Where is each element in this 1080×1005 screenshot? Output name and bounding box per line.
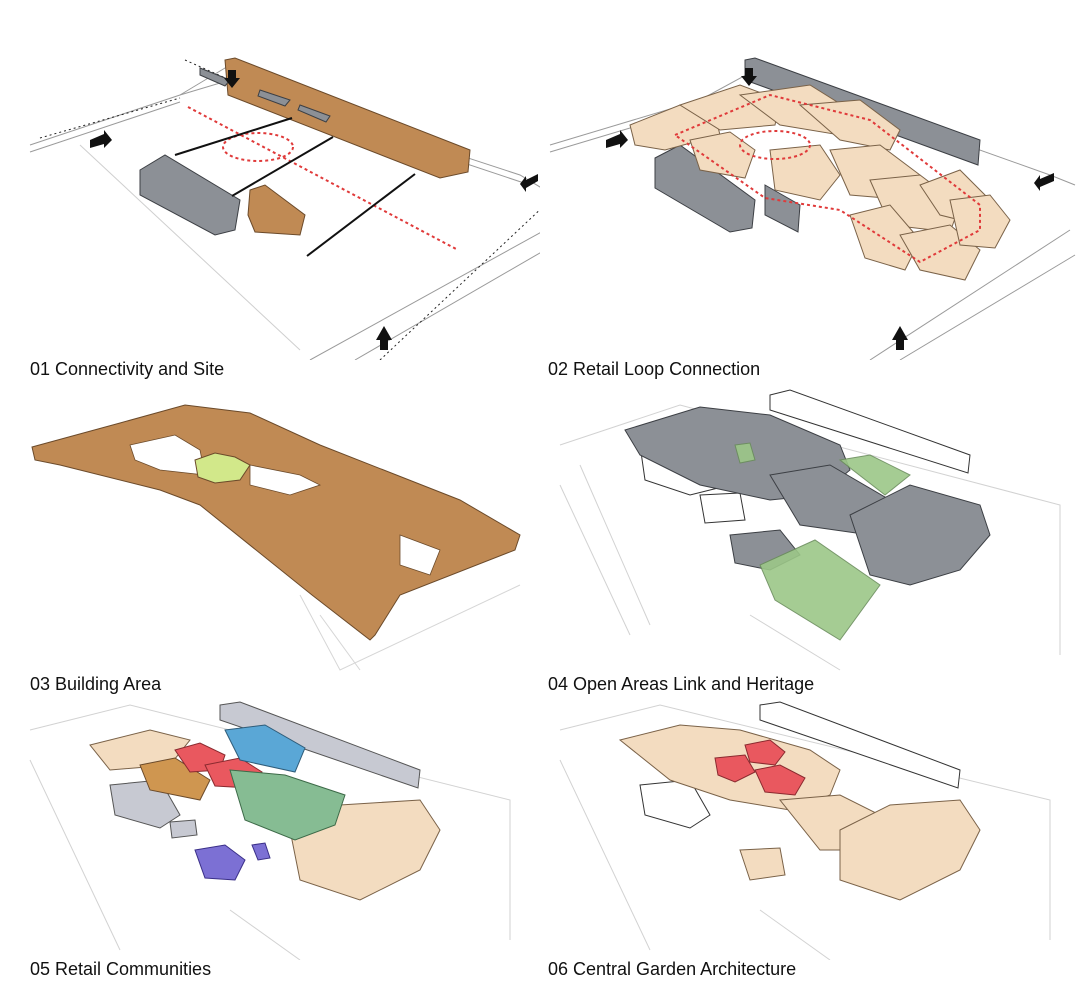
purple-community — [194, 842, 271, 881]
open-areas-diagram — [559, 389, 1061, 671]
panel-retail-loop — [540, 0, 1080, 360]
existing-blocks — [139, 67, 331, 236]
central-garden-diagram — [559, 701, 1051, 960]
heritage-block — [224, 57, 471, 236]
entrance-arrows — [606, 68, 1054, 350]
caption-06: 06 Central Garden Architecture — [548, 959, 797, 979]
building-footprint — [31, 404, 521, 641]
retail-loop-diagram — [549, 57, 1076, 360]
blue-community — [224, 724, 306, 773]
caption-05: 05 Retail Communities — [30, 959, 212, 979]
entrance-arrows — [90, 70, 538, 350]
retail-communities-diagram — [29, 701, 511, 960]
central-garden — [194, 452, 251, 484]
panel-connectivity-site — [0, 0, 540, 360]
panel-open-areas — [540, 385, 1080, 675]
caption-02: 02 Retail Loop Connection — [548, 359, 761, 379]
central-garden-architecture — [714, 739, 806, 796]
panel-retail-communities — [0, 700, 540, 960]
connection-arrows — [174, 117, 416, 257]
panel-building-area — [0, 385, 540, 675]
green-community — [229, 769, 346, 841]
retail-loop — [672, 93, 981, 264]
retail-blocks — [629, 84, 1011, 281]
caption-01: 01 Connectivity and Site — [30, 359, 225, 379]
orange-community — [139, 757, 211, 801]
caption-03: 03 Building Area — [30, 674, 162, 694]
building-area-diagram — [31, 404, 521, 671]
existing-blocks — [624, 406, 991, 586]
central-axis — [187, 106, 459, 251]
caption-04: 04 Open Areas Link and Heritage — [548, 674, 815, 694]
connectivity-site-diagram — [29, 57, 540, 360]
panel-central-garden — [540, 700, 1080, 960]
green-open-areas — [734, 442, 911, 641]
